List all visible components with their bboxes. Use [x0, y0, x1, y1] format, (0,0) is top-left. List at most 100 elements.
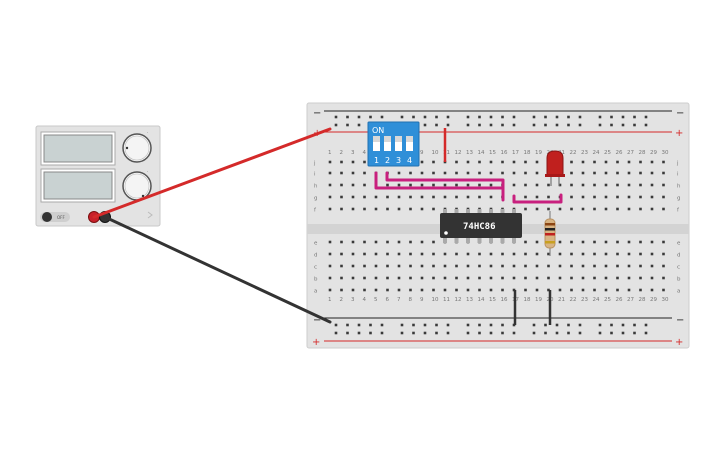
rail-hole[interactable]: [578, 323, 582, 327]
terminal-hole[interactable]: [547, 207, 550, 211]
terminal-hole[interactable]: [351, 160, 355, 164]
terminal-hole[interactable]: [432, 160, 435, 164]
terminal-hole[interactable]: [593, 288, 596, 292]
rail-hole[interactable]: [489, 123, 493, 127]
rail-hole[interactable]: [478, 115, 481, 119]
terminal-hole[interactable]: [524, 288, 527, 292]
terminal-hole[interactable]: [650, 195, 654, 199]
rail-hole[interactable]: [346, 115, 349, 119]
terminal-hole[interactable]: [593, 207, 596, 211]
terminal-hole[interactable]: [616, 252, 619, 256]
rail-hole[interactable]: [334, 123, 338, 127]
terminal-hole[interactable]: [547, 288, 550, 292]
terminal-hole[interactable]: [639, 252, 642, 256]
terminal-hole[interactable]: [570, 240, 573, 244]
terminal-hole[interactable]: [558, 240, 562, 244]
rail-hole[interactable]: [435, 331, 438, 335]
terminal-hole[interactable]: [386, 264, 389, 268]
terminal-hole[interactable]: [650, 160, 654, 164]
terminal-hole[interactable]: [374, 264, 378, 268]
rail-hole[interactable]: [598, 331, 602, 335]
terminal-hole[interactable]: [351, 207, 355, 211]
terminal-hole[interactable]: [639, 264, 642, 268]
terminal-hole[interactable]: [455, 171, 458, 175]
terminal-hole[interactable]: [489, 183, 493, 187]
terminal-hole[interactable]: [478, 264, 481, 268]
terminal-hole[interactable]: [340, 160, 343, 164]
terminal-hole[interactable]: [466, 276, 470, 280]
terminal-hole[interactable]: [535, 288, 539, 292]
terminal-hole[interactable]: [627, 183, 631, 187]
terminal-hole[interactable]: [397, 207, 401, 211]
power-supply[interactable]: · · OFF: [35, 125, 161, 227]
terminal-hole[interactable]: [340, 240, 343, 244]
terminal-hole[interactable]: [386, 240, 389, 244]
terminal-hole[interactable]: [466, 252, 470, 256]
terminal-hole[interactable]: [340, 171, 343, 175]
terminal-hole[interactable]: [409, 276, 412, 280]
terminal-hole[interactable]: [650, 264, 654, 268]
terminal-hole[interactable]: [616, 240, 619, 244]
terminal-hole[interactable]: [489, 171, 493, 175]
terminal-hole[interactable]: [616, 195, 619, 199]
terminal-hole[interactable]: [420, 276, 424, 280]
terminal-hole[interactable]: [386, 252, 389, 256]
terminal-hole[interactable]: [616, 183, 619, 187]
rail-hole[interactable]: [446, 323, 450, 327]
terminal-hole[interactable]: [466, 288, 470, 292]
rail-hole[interactable]: [423, 331, 427, 335]
terminal-hole[interactable]: [535, 252, 539, 256]
terminal-hole[interactable]: [328, 195, 332, 199]
terminal-hole[interactable]: [639, 207, 642, 211]
rail-hole[interactable]: [532, 123, 536, 127]
rail-hole[interactable]: [412, 115, 415, 119]
rail-hole[interactable]: [544, 331, 547, 335]
terminal-hole[interactable]: [662, 195, 665, 199]
terminal-hole[interactable]: [340, 288, 343, 292]
rail-hole[interactable]: [423, 123, 427, 127]
rail-hole[interactable]: [598, 323, 602, 327]
terminal-hole[interactable]: [351, 252, 355, 256]
terminal-hole[interactable]: [616, 288, 619, 292]
terminal-hole[interactable]: [374, 276, 378, 280]
rail-hole[interactable]: [644, 331, 648, 335]
rail-hole[interactable]: [489, 115, 493, 119]
terminal-hole[interactable]: [558, 276, 562, 280]
positive-supply-wire[interactable]: [92, 127, 332, 219]
rail-hole[interactable]: [346, 323, 349, 327]
terminal-hole[interactable]: [581, 276, 585, 280]
terminal-hole[interactable]: [616, 264, 619, 268]
rail-hole[interactable]: [357, 115, 361, 119]
terminal-hole[interactable]: [363, 264, 366, 268]
terminal-hole[interactable]: [558, 288, 562, 292]
terminal-hole[interactable]: [386, 207, 389, 211]
rail-hole[interactable]: [544, 123, 547, 127]
rail-hole[interactable]: [466, 323, 470, 327]
rail-hole[interactable]: [567, 123, 570, 127]
terminal-hole[interactable]: [604, 264, 608, 268]
terminal-hole[interactable]: [650, 240, 654, 244]
terminal-hole[interactable]: [443, 171, 447, 175]
terminal-hole[interactable]: [535, 183, 539, 187]
terminal-hole[interactable]: [524, 160, 527, 164]
rail-hole[interactable]: [610, 331, 613, 335]
terminal-hole[interactable]: [478, 276, 481, 280]
terminal-hole[interactable]: [616, 276, 619, 280]
terminal-hole[interactable]: [340, 183, 343, 187]
terminal-hole[interactable]: [581, 183, 585, 187]
terminal-hole[interactable]: [604, 160, 608, 164]
terminal-hole[interactable]: [512, 276, 516, 280]
terminal-hole[interactable]: [616, 160, 619, 164]
terminal-hole[interactable]: [363, 276, 366, 280]
terminal-hole[interactable]: [535, 240, 539, 244]
terminal-hole[interactable]: [501, 171, 504, 175]
rail-hole[interactable]: [435, 123, 438, 127]
terminal-hole[interactable]: [455, 264, 458, 268]
terminal-hole[interactable]: [650, 252, 654, 256]
terminal-hole[interactable]: [616, 207, 619, 211]
terminal-hole[interactable]: [397, 252, 401, 256]
dip-toggle-2[interactable]: [384, 136, 391, 151]
rail-hole[interactable]: [380, 115, 384, 119]
terminal-hole[interactable]: [443, 195, 447, 199]
rail-hole[interactable]: [544, 115, 547, 119]
